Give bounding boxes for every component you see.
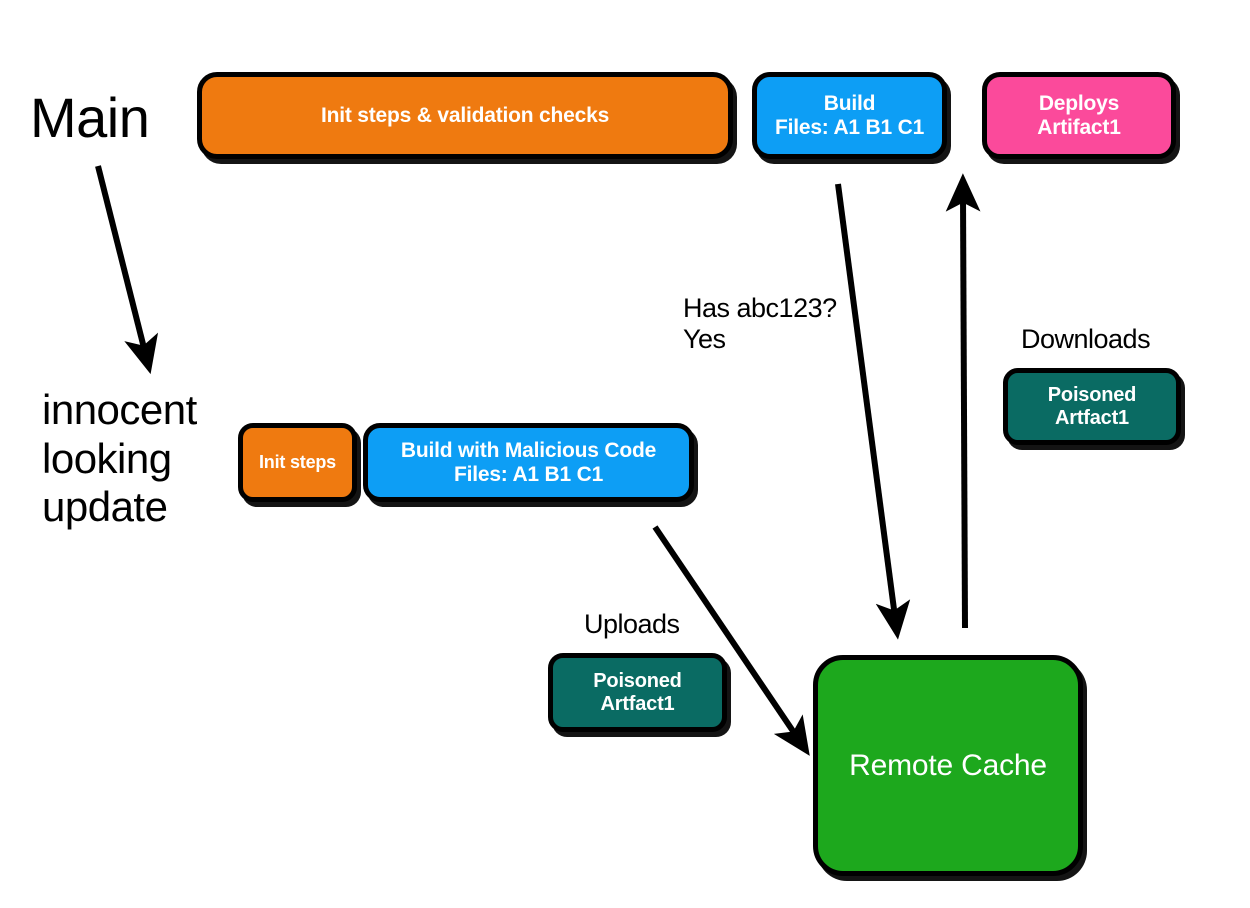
node-label: Build with Malicious Code Files: A1 B1 C… (400, 438, 657, 486)
node-label: Poisoned Artfact1 (1047, 384, 1137, 429)
node-init-steps-and-validation-checks[interactable]: Init steps & validation checks (197, 72, 733, 159)
node-remote-cache[interactable]: Remote Cache (813, 655, 1083, 876)
node-label: Remote Cache (849, 748, 1047, 782)
node-label: Init steps (258, 452, 336, 473)
node-init-steps[interactable]: Init steps (238, 423, 357, 502)
label-uploads: Uploads (584, 609, 680, 639)
lane-label-main: Main (30, 86, 150, 149)
lane-label-feature-branch: innocent looking update (42, 386, 197, 531)
node-label: Build Files: A1 B1 C1 (774, 91, 925, 139)
node-label: Init steps & validation checks (320, 103, 610, 127)
node-label: Deploys Artifact1 (1037, 91, 1121, 139)
label-downloads: Downloads (1021, 324, 1151, 354)
annotation-cache-query: Has abc123? Yes (683, 293, 837, 355)
node-poisoned-artifact-download[interactable]: Poisoned Artfact1 (1003, 368, 1181, 445)
node-deploys-artifact1[interactable]: Deploys Artifact1 (982, 72, 1176, 159)
node-poisoned-artifact-upload[interactable]: Poisoned Artfact1 (548, 653, 727, 732)
node-build-main[interactable]: Build Files: A1 B1 C1 (752, 72, 947, 159)
arrow-cache-to-deploys (945, 173, 981, 629)
node-label: Poisoned Artfact1 (593, 670, 682, 715)
node-build-with-malicious-code[interactable]: Build with Malicious Code Files: A1 B1 C… (363, 423, 694, 502)
arrow-build-to-cache (835, 183, 911, 640)
arrow-main-to-branch (95, 165, 159, 375)
